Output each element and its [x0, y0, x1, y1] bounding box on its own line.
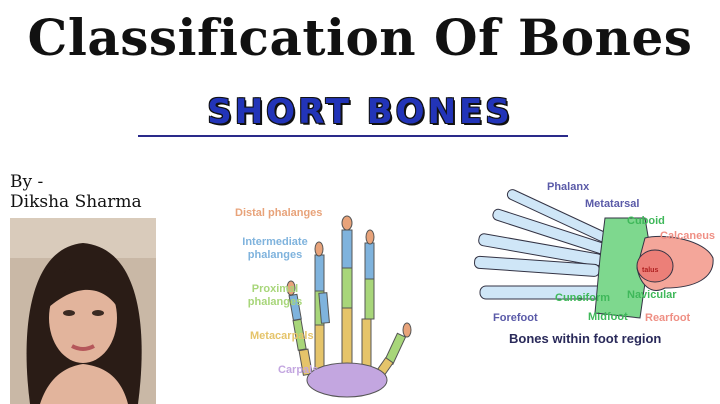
label-midfoot: Midfoot [588, 311, 628, 323]
page-title: Classification Of Bones [27, 8, 693, 67]
label-intermediate-phalanges: Intermediate phalanges [242, 236, 308, 261]
author-name: Diksha Sharma [10, 192, 142, 212]
label-calcaneus: Calcaneus [660, 230, 716, 242]
foot-diagram [473, 189, 714, 319]
author-block: By - Diksha Sharma [10, 172, 142, 212]
label-navicular: Navicular [627, 289, 677, 301]
author-prefix: By - [10, 172, 44, 192]
label-rearfoot: Rearfoot [645, 312, 691, 324]
hand-diagram [286, 215, 412, 398]
foot-caption: Bones within foot region [509, 331, 662, 346]
subtitle: SHORT BONES [207, 92, 513, 132]
label-talus: talus [642, 267, 659, 274]
divider [138, 135, 568, 137]
label-cuboid: Cuboid [627, 215, 665, 227]
label-carpals: Carpals [278, 364, 319, 376]
label-metatarsal: Metatarsal [585, 198, 640, 210]
label-forefoot: Forefoot [493, 312, 538, 324]
label-metacarpals: Metacarpals [250, 330, 314, 342]
label-cuneiform: Cuneiform [555, 292, 610, 304]
label-proximal-phalanges: Proximal phalanges [247, 283, 303, 308]
label-distal-phalanges: Distal phalanges [235, 207, 323, 219]
label-phalanx: Phalanx [547, 181, 590, 193]
author-photo [10, 218, 156, 404]
